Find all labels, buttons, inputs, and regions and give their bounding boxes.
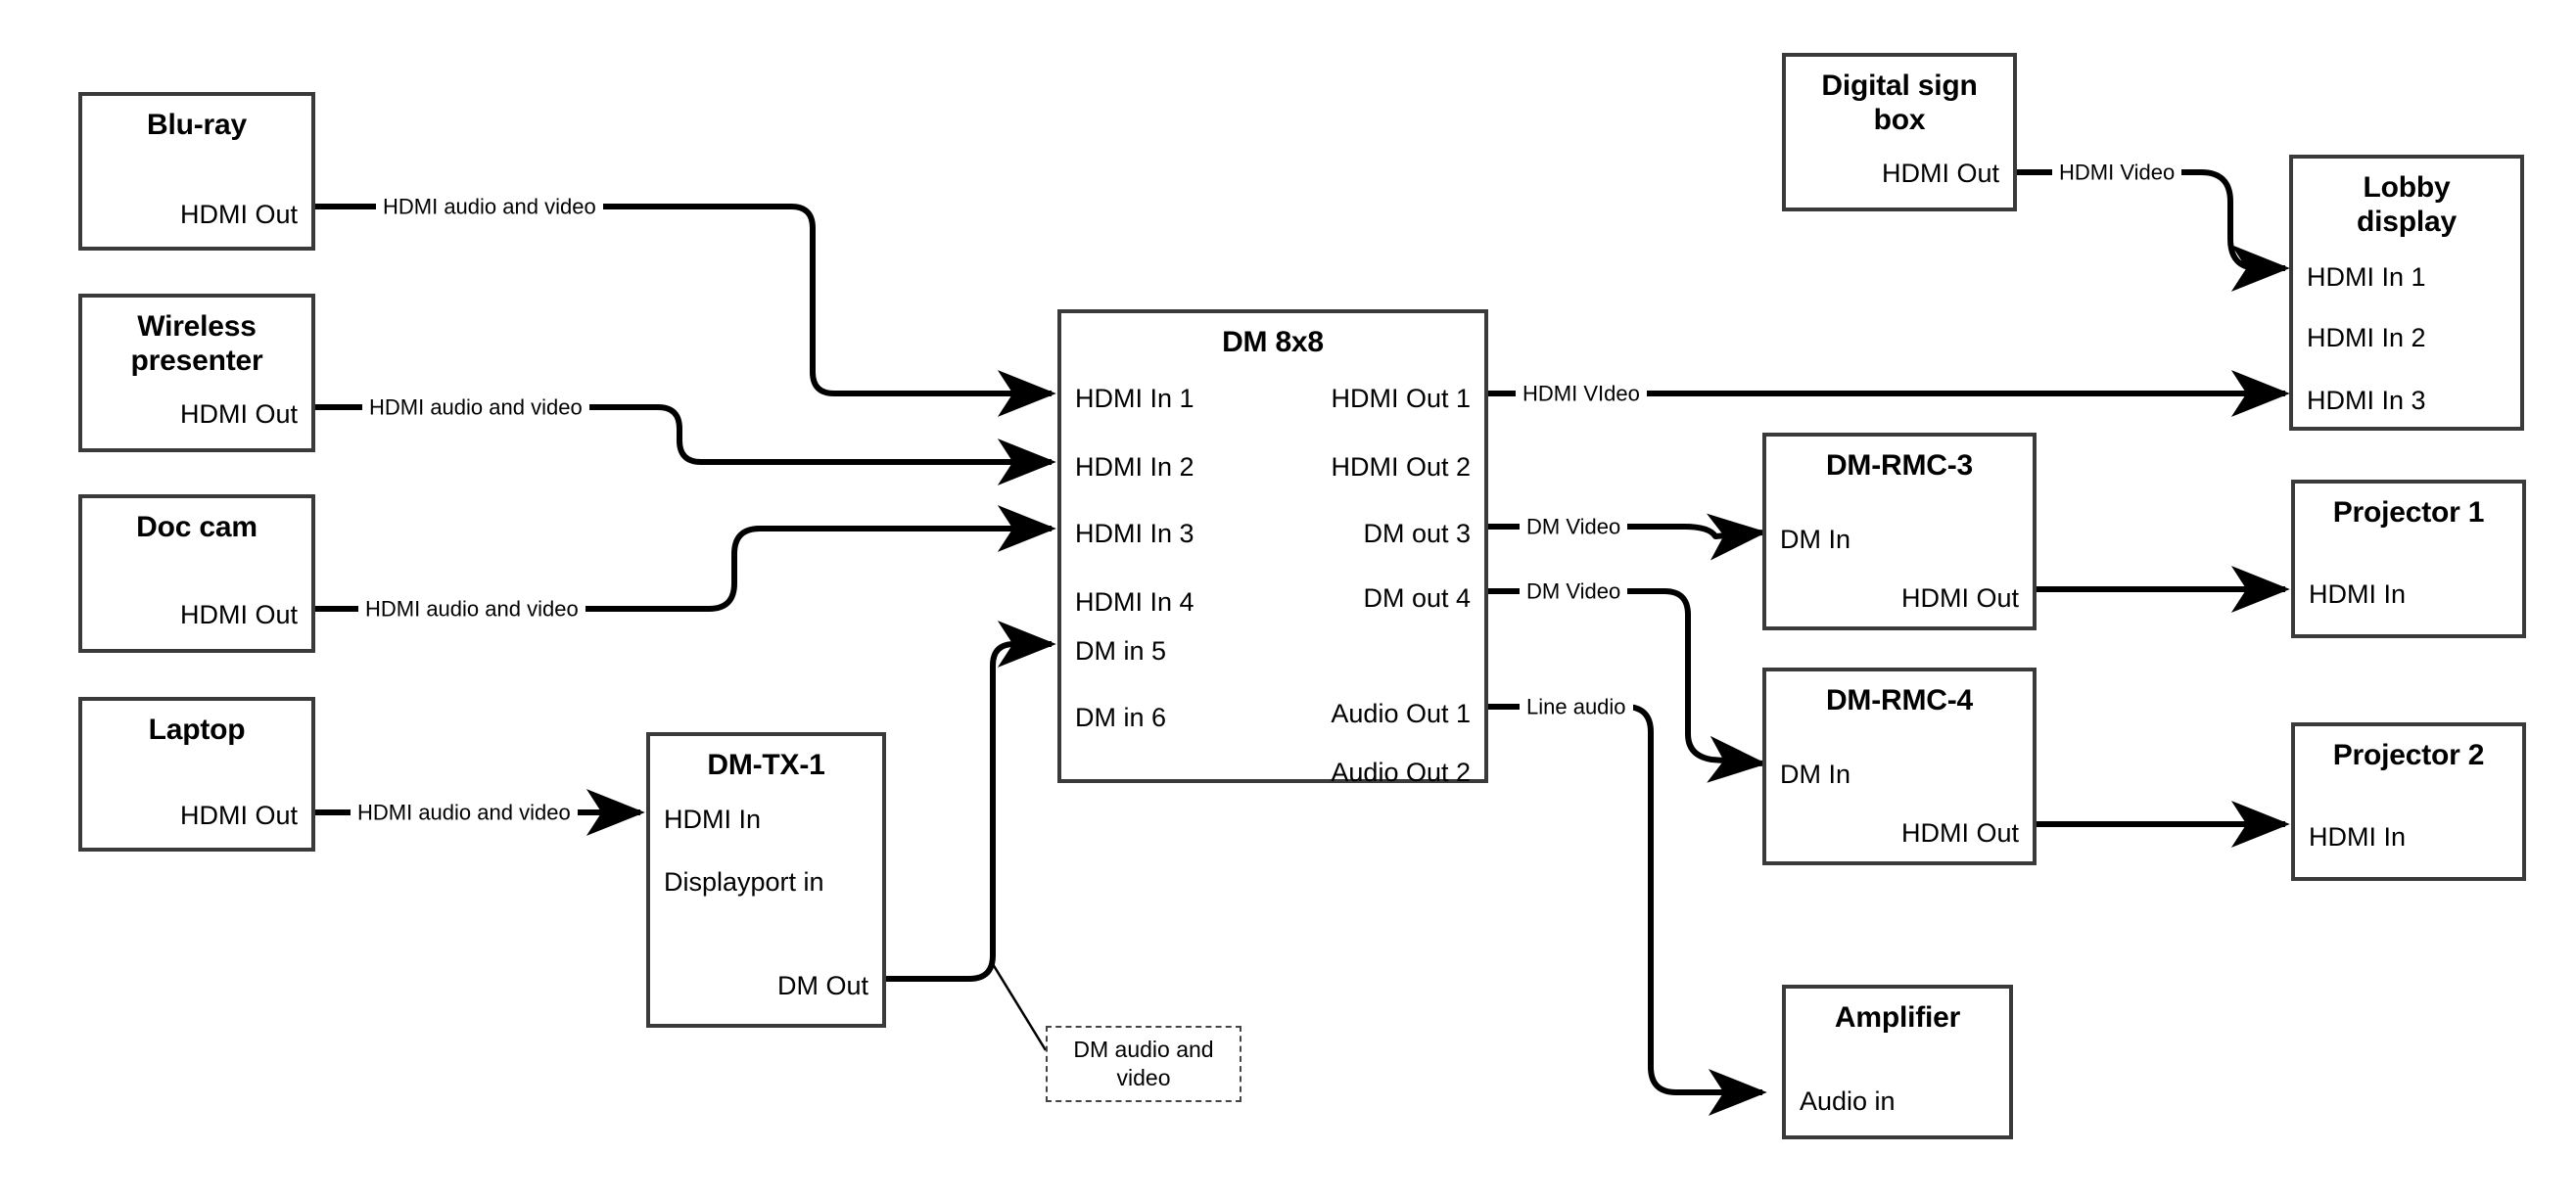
node-laptop-port-hdmi-out[interactable]: HDMI Out xyxy=(179,801,298,830)
edge-label-dm-out4-to-rmc4: DM Video xyxy=(1520,578,1628,604)
node-dm-8x8-input-hdmi-in-1[interactable]: HDMI In 1 xyxy=(1075,384,1194,413)
node-dm-tx-1-port-hdmi-in[interactable]: HDMI In xyxy=(664,805,762,834)
edge-label-laptop-to-dmtx1: HDMI audio and video xyxy=(351,800,578,825)
node-dm-8x8-output-audio-out-1[interactable]: Audio Out 1 xyxy=(1331,699,1471,728)
node-digital-sign-box[interactable]: Digital sign box HDMI Out xyxy=(1782,53,2017,211)
node-laptop[interactable]: Laptop HDMI Out xyxy=(78,697,315,852)
node-dm-tx-1-port-displayport-in[interactable]: Displayport in xyxy=(664,867,824,897)
edge-label-bluray-to-dm: HDMI audio and video xyxy=(376,194,603,219)
node-digital-sign-box-title-line2: box xyxy=(1873,104,1926,137)
node-lobby-display-title-line1: Lobby xyxy=(2363,171,2451,204)
node-projector-2[interactable]: Projector 2 HDMI In xyxy=(2291,722,2526,881)
node-digital-sign-box-title-line1: Digital sign xyxy=(1821,69,1978,102)
wire-bluray-to-dm-hdmi-in-1 xyxy=(315,204,1056,417)
node-dm-8x8-input-hdmi-in-4[interactable]: HDMI In 4 xyxy=(1075,587,1194,617)
node-bluray-port-hdmi-out[interactable]: HDMI Out xyxy=(179,200,298,229)
node-dm-8x8-input-dm-in-5[interactable]: DM in 5 xyxy=(1075,636,1167,666)
node-dm-tx-1-port-dm-out[interactable]: DM Out xyxy=(776,971,868,1000)
node-dm-8x8-output-dm-out-4[interactable]: DM out 4 xyxy=(1363,583,1471,613)
node-dm-rmc-3-port-dm-in[interactable]: DM In xyxy=(1780,525,1851,554)
node-lobby-display-port-hdmi-in-2[interactable]: HDMI In 2 xyxy=(2307,323,2426,352)
node-projector-2-title: Projector 2 xyxy=(2332,739,2485,771)
node-wireless-presenter[interactable]: Wireless presenter HDMI Out xyxy=(78,294,315,452)
node-dm-rmc-3[interactable]: DM-RMC-3 DM In HDMI Out xyxy=(1762,433,2037,630)
node-dm-8x8-title: DM 8x8 xyxy=(1222,326,1324,358)
callout-leader-line xyxy=(991,963,1048,1051)
node-projector-1-title: Projector 1 xyxy=(2332,496,2485,529)
node-dm-8x8-input-hdmi-in-2[interactable]: HDMI In 2 xyxy=(1075,452,1194,482)
node-wireless-presenter-title-line1: Wireless xyxy=(137,310,257,343)
edge-label-digitalsign-to-lobby: HDMI Video xyxy=(2052,160,2182,185)
node-dm-rmc-4-title: DM-RMC-4 xyxy=(1825,684,1974,716)
wire-dm-audio-out1-to-amplifier-audio-in xyxy=(1488,704,1767,1116)
node-dm-8x8-output-hdmi-out-2[interactable]: HDMI Out 2 xyxy=(1331,452,1471,482)
node-doc-cam-port-hdmi-out[interactable]: HDMI Out xyxy=(179,600,298,629)
edge-label-dm-hdmi-out1-to-lobby: HDMI VIdeo xyxy=(1516,381,1647,406)
node-dm-8x8[interactable]: DM 8x8 HDMI In 1 HDMI In 2 HDMI In 3 HDM… xyxy=(1057,309,1488,787)
node-digital-sign-box-port-hdmi-out[interactable]: HDMI Out xyxy=(1881,159,1999,188)
node-bluray-title: Blu-ray xyxy=(147,109,247,141)
node-bluray[interactable]: Blu-ray HDMI Out xyxy=(78,92,315,251)
node-dm-rmc-3-title: DM-RMC-3 xyxy=(1825,449,1974,482)
node-amplifier[interactable]: Amplifier Audio in xyxy=(1782,985,2013,1139)
node-projector-2-port-hdmi-in[interactable]: HDMI In xyxy=(2309,822,2407,852)
wire-dm-out4-to-dmrmc4-dm-in xyxy=(1488,588,1767,783)
node-dm-8x8-output-dm-out-3[interactable]: DM out 3 xyxy=(1363,519,1471,548)
node-dm-rmc-3-port-hdmi-out[interactable]: HDMI Out xyxy=(1900,583,2019,613)
callout-dm-audio-and-video: DM audio and video xyxy=(1046,1026,1241,1102)
node-projector-1-port-hdmi-in[interactable]: HDMI In xyxy=(2309,579,2407,609)
node-dm-8x8-input-dm-in-6[interactable]: DM in 6 xyxy=(1075,703,1167,732)
node-dm-rmc-4-port-hdmi-out[interactable]: HDMI Out xyxy=(1900,818,2019,848)
node-dm-8x8-output-hdmi-out-1[interactable]: HDMI Out 1 xyxy=(1331,384,1471,413)
wire-dmtx1-dm-out-to-dm-in-5 xyxy=(886,621,1056,982)
node-dm-8x8-output-audio-out-2[interactable]: Audio Out 2 xyxy=(1331,758,1471,787)
node-lobby-display-port-hdmi-in-1[interactable]: HDMI In 1 xyxy=(2307,262,2426,292)
node-projector-1[interactable]: Projector 1 HDMI In xyxy=(2291,480,2526,638)
node-dm-rmc-4[interactable]: DM-RMC-4 DM In HDMI Out xyxy=(1762,668,2037,865)
edge-label-doccam-to-dm: HDMI audio and video xyxy=(358,596,585,622)
node-lobby-display-title: Lobby display xyxy=(2293,159,2520,240)
node-laptop-title: Laptop xyxy=(148,714,246,746)
node-lobby-display[interactable]: Lobby display HDMI In 1 HDMI In 2 HDMI I… xyxy=(2289,155,2524,431)
node-dm-tx-1[interactable]: DM-TX-1 HDMI In Displayport in DM Out xyxy=(646,732,886,1028)
node-lobby-display-port-hdmi-in-3[interactable]: HDMI In 3 xyxy=(2307,386,2426,415)
node-doc-cam-title: Doc cam xyxy=(136,511,258,543)
node-dm-8x8-input-hdmi-in-3[interactable]: HDMI In 3 xyxy=(1075,519,1194,548)
node-dm-rmc-4-port-dm-in[interactable]: DM In xyxy=(1780,760,1851,789)
wire-digitalsign-to-lobby-hdmi-in-1 xyxy=(2017,169,2290,292)
node-lobby-display-title-line2: display xyxy=(2357,206,2457,239)
node-digital-sign-box-title: Digital sign box xyxy=(1786,57,2013,138)
node-doc-cam[interactable]: Doc cam HDMI Out xyxy=(78,494,315,653)
node-wireless-presenter-port-hdmi-out[interactable]: HDMI Out xyxy=(179,399,298,429)
edge-label-dm-out3-to-rmc3: DM Video xyxy=(1520,514,1628,539)
node-dm-tx-1-title: DM-TX-1 xyxy=(707,749,825,781)
node-wireless-presenter-title-line2: presenter xyxy=(130,345,263,378)
node-wireless-presenter-title: Wireless presenter xyxy=(82,298,311,379)
edge-label-dm-audio-out1-to-amp: Line audio xyxy=(1520,694,1633,719)
node-amplifier-title: Amplifier xyxy=(1834,1001,1961,1034)
node-amplifier-port-audio-in[interactable]: Audio in xyxy=(1800,1086,1896,1116)
edge-label-wireless-to-dm: HDMI audio and video xyxy=(362,394,589,420)
